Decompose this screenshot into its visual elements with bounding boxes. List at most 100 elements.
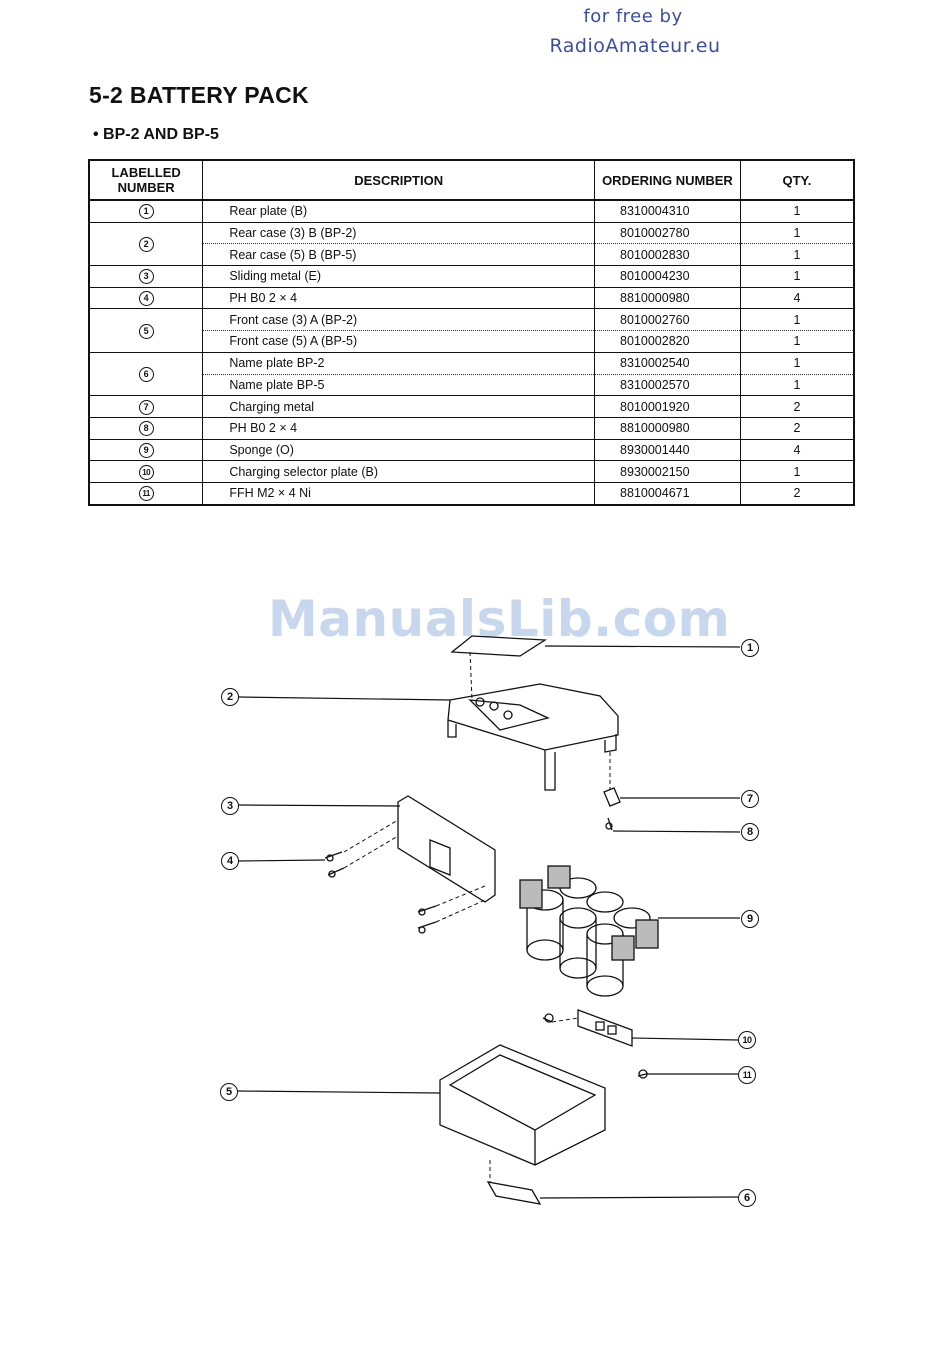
description-cell: Name plate BP-2	[202, 351, 596, 374]
callout-2: 2	[221, 688, 239, 706]
qty-cell: 2	[739, 416, 855, 440]
rear-plate-shape	[450, 635, 548, 657]
ordering-number-cell: 8010002760	[594, 308, 741, 331]
description-cell: FFH M2 × 4 Ni	[202, 481, 596, 505]
ordering-number-cell: 8810000980	[594, 286, 741, 309]
labelled-number: 1	[138, 204, 154, 220]
callout-6: 6	[738, 1189, 756, 1207]
ordering-number-cell: 8010002820	[594, 330, 741, 353]
labelled-number-cell: 6	[88, 351, 204, 396]
ordering-number-cell: 8010002780	[594, 221, 741, 244]
labelled-number-cell: 9	[88, 438, 204, 461]
labelled-number: 7	[138, 399, 154, 415]
qty-cell: 1	[739, 199, 855, 223]
description-cell: Front case (3) A (BP-2)	[202, 308, 596, 331]
qty-cell: 1	[739, 308, 855, 331]
watermark-line2: RadioAmateur.eu	[549, 35, 721, 57]
description-cell: Rear case (3) B (BP-2)	[202, 221, 596, 244]
labelled-number-cell: 4	[88, 286, 204, 309]
description-cell: Sponge (O)	[202, 438, 596, 461]
labelled-number-cell: 7	[88, 395, 204, 418]
labelled-number: 9	[138, 442, 154, 458]
callout-9: 9	[741, 910, 759, 928]
labelled-number: 6	[138, 367, 154, 382]
qty-cell: 2	[739, 481, 855, 505]
ordering-number-cell: 8930001440	[594, 438, 741, 461]
labelled-number-cell: 5	[88, 308, 204, 353]
description-cell: PH B0 2 × 4	[202, 416, 596, 440]
description-cell: Sliding metal (E)	[202, 265, 596, 288]
labelled-number: 5	[138, 323, 154, 339]
qty-cell: 1	[739, 221, 855, 244]
charging-metal-shape	[603, 787, 621, 807]
callout-3: 3	[221, 797, 239, 815]
callout-4: 4	[221, 852, 239, 870]
description-cell: Charging selector plate (B)	[202, 460, 596, 483]
exploded-diagram	[237, 635, 741, 1205]
header-qty: QTY.	[739, 159, 855, 201]
watermark-line1: for free by	[583, 6, 683, 27]
labelled-number-cell: 10	[88, 460, 204, 483]
labelled-number-cell: 1	[88, 199, 204, 223]
ordering-number-cell: 8810004671	[594, 481, 741, 505]
qty-cell: 4	[739, 438, 855, 461]
name-plate-shape	[486, 1181, 542, 1205]
description-cell: Charging metal	[202, 395, 596, 418]
ordering-number-cell: 8010001920	[594, 395, 741, 418]
qty-cell: 2	[739, 395, 855, 418]
callout-8: 8	[741, 823, 759, 841]
ordering-number-cell: 8810000980	[594, 416, 741, 440]
ordering-number-cell: 8010002830	[594, 243, 741, 266]
ordering-number-cell: 8310004310	[594, 199, 741, 223]
selector-plate-shape	[577, 1009, 633, 1047]
section-subtitle: • BP-2 AND BP-5	[93, 126, 219, 143]
labelled-number-cell: 3	[88, 265, 204, 288]
battery-cells	[519, 865, 659, 997]
description-cell: Rear case (5) B (BP-5)	[202, 243, 596, 266]
qty-cell: 1	[739, 373, 855, 396]
ordering-number-cell: 8310002570	[594, 373, 741, 396]
labelled-number: 4	[138, 291, 154, 307]
callout-7: 7	[741, 790, 759, 808]
header-labelled-number: LABELLED NUMBER	[88, 159, 204, 201]
description-cell: Front case (5) A (BP-5)	[202, 330, 596, 353]
screws-4	[324, 851, 437, 934]
qty-cell: 1	[739, 351, 855, 374]
table-header-row: LABELLED NUMBER DESCRIPTION ORDERING NUM…	[88, 159, 855, 201]
qty-cell: 4	[739, 286, 855, 309]
labelled-number: 10	[138, 464, 154, 480]
sliding-metal-shape	[397, 795, 496, 903]
ordering-number-cell: 8010004230	[594, 265, 741, 288]
callout-10: 10	[738, 1031, 756, 1049]
front-case-shape	[439, 1044, 606, 1166]
labelled-number-cell: 8	[88, 416, 204, 440]
description-cell: PH B0 2 × 4	[202, 286, 596, 309]
labelled-number: 2	[138, 236, 154, 252]
description-cell: Name plate BP-5	[202, 373, 596, 396]
labelled-number: 11	[138, 486, 154, 502]
qty-cell: 1	[739, 460, 855, 483]
labelled-number: 8	[138, 421, 154, 437]
parts-table: LABELLED NUMBER DESCRIPTION ORDERING NUM…	[88, 159, 855, 506]
callout-1: 1	[741, 639, 759, 657]
qty-cell: 1	[739, 243, 855, 266]
qty-cell: 1	[739, 330, 855, 353]
callout-11: 11	[738, 1066, 756, 1084]
manualslib-watermark: ManualsLib.com	[268, 590, 731, 648]
qty-cell: 1	[739, 265, 855, 288]
header-ordering-number: ORDERING NUMBER	[594, 159, 741, 201]
